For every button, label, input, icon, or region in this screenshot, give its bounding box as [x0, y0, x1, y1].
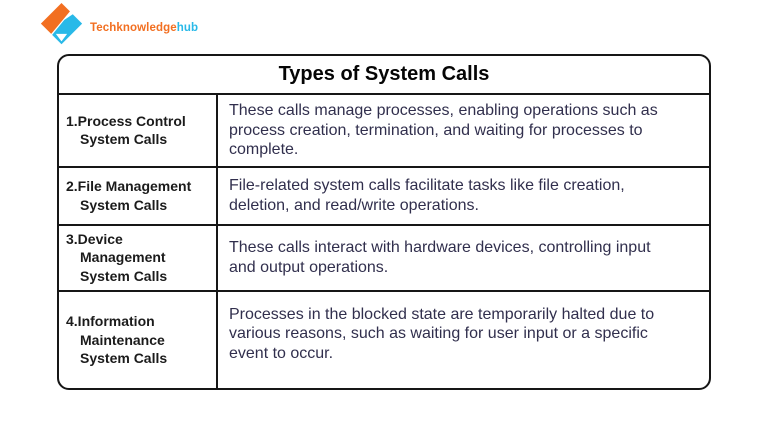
row-header-text: 4.Information Maintenance System Calls [66, 313, 168, 366]
table-row: 1.Process Control System Calls These cal… [59, 95, 709, 168]
brand-name-primary: Techknowledge [90, 22, 177, 34]
row-header-cell: 4.Information Maintenance System Calls [59, 291, 218, 388]
row-header-text: 2.File Management System Calls [66, 178, 192, 213]
row-header-cell: 2.File Management System Calls [59, 167, 218, 224]
row-header-cell: 3.Device Management System Calls [59, 225, 218, 290]
row-header-text: 3.Device Management System Calls [66, 231, 168, 284]
table-title: Types of System Calls [59, 56, 709, 95]
system-calls-table: Types of System Calls 1.Process Control … [57, 54, 711, 390]
row-description-text: Processes in the blocked state are tempo… [229, 305, 655, 362]
row-description-cell: Processes in the blocked state are tempo… [218, 292, 709, 388]
table-row: 4.Information Maintenance System Calls P… [59, 291, 709, 388]
table-row: 3.Device Management System Calls These c… [59, 225, 709, 292]
row-description-text: File-related system calls facilitate tas… [229, 177, 625, 214]
row-description-cell: These calls manage processes, enabling o… [218, 95, 709, 166]
row-description-text: These calls interact with hardware devic… [229, 239, 651, 276]
row-header-cell: 1.Process Control System Calls [59, 95, 218, 166]
table-row: 2.File Management System Calls File-rela… [59, 167, 709, 226]
brand-name-secondary: hub [176, 22, 199, 34]
brand-logo: Techknowledgehub [38, 2, 198, 47]
techknowledgehub-logo-icon [40, 2, 83, 45]
row-description-text: These calls manage processes, enabling o… [229, 102, 658, 159]
row-description-cell: File-related system calls facilitate tas… [218, 168, 709, 224]
row-description-cell: These calls interact with hardware devic… [218, 226, 709, 290]
row-header-text: 1.Process Control System Calls [66, 113, 186, 148]
brand-name: Techknowledgehub [90, 22, 198, 34]
